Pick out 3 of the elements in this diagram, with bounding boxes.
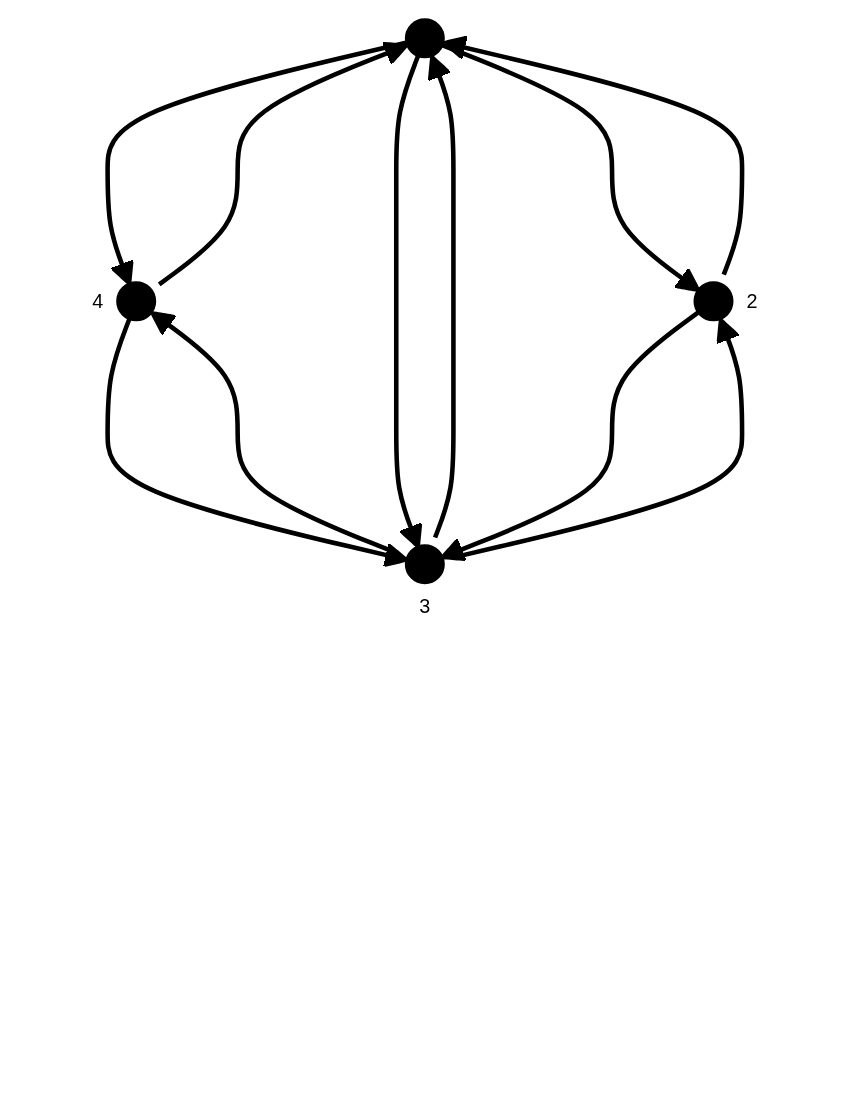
vertex-label: 3 xyxy=(419,595,431,618)
vertex-label: 2 xyxy=(746,290,758,313)
vertex-label: 4 xyxy=(92,290,104,313)
